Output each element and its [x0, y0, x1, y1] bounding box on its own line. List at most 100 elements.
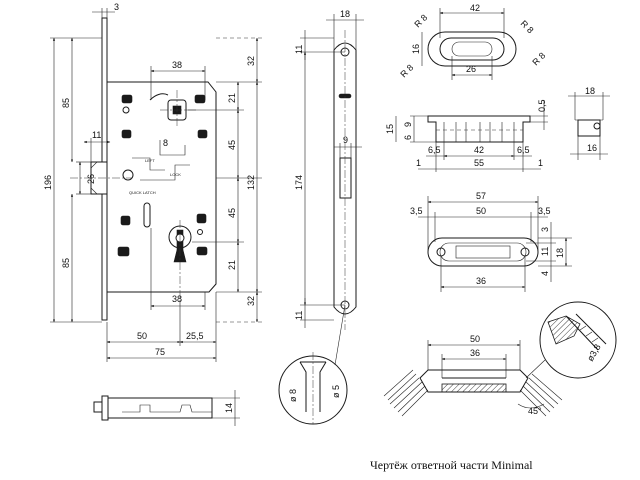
angle-arc	[517, 403, 545, 409]
screw-thread-right	[519, 373, 563, 417]
dim-6-5-right-text: 6,5	[517, 145, 530, 155]
dim-85-upper-text: 85	[61, 98, 71, 108]
dim-3-sp-text: 3	[540, 227, 550, 232]
dim-11-fp-top-text: 11	[294, 45, 304, 54]
screw-hole-top	[122, 106, 130, 114]
dim-16-strike-text: 16	[411, 44, 421, 54]
dim-3-5-left-text: 3,5	[410, 206, 423, 216]
strike-section-view: 50 36 ø3,8 45°	[383, 301, 617, 417]
dim-36-sp-text: 36	[476, 276, 486, 286]
dim-57-text: 57	[476, 191, 486, 201]
mount-tab-top-right	[194, 94, 206, 104]
dim-1-left-text: 1	[416, 158, 421, 168]
faceplate-view: 18 11 174 11 9	[294, 9, 364, 330]
strike-side-body	[427, 115, 531, 143]
lock-body-view: QUICK LATCH LEFT LOCK 3 38 196 85	[43, 2, 262, 362]
screw-hole-bottom	[197, 229, 203, 235]
lock-case-outline	[107, 81, 217, 293]
dim-21-bottom-text: 21	[227, 260, 237, 270]
strike-end-view: 18 16	[568, 86, 610, 160]
section-detail-circle	[539, 301, 617, 379]
left-label: LEFT	[145, 158, 155, 163]
dim-4-sp-text: 4	[540, 271, 550, 276]
dim-36-sec-text: 36	[470, 348, 480, 358]
dim-38-bottom-text: 38	[172, 294, 182, 304]
guide-slot	[143, 202, 151, 228]
quick-latch-label: QUICK LATCH	[129, 190, 156, 195]
side-view-body	[107, 397, 213, 419]
mount-tab-top-left	[121, 94, 133, 104]
dim-3-text: 3	[114, 2, 119, 12]
dim-9-text: 9	[343, 135, 348, 145]
mount-tab-mid-left	[121, 129, 132, 139]
radius-bottom-left: R 8	[398, 62, 415, 79]
strike-plate-view: 57 50 3,5 3,5 36 18 11 3 4	[410, 191, 572, 292]
dim-11-sp-text: 11	[540, 247, 550, 256]
dim-14-text: 14	[224, 403, 234, 413]
mount-tab-low-right	[196, 213, 207, 224]
dim-o8-text: ø 8	[288, 389, 298, 402]
lock-side-view: 14	[93, 390, 240, 426]
dim-8-text: 8	[163, 138, 168, 148]
dim-50-text: 50	[137, 331, 147, 341]
side-view-profile	[122, 404, 212, 413]
dim-75-text: 75	[155, 347, 165, 357]
strike-plate-inner	[439, 242, 527, 262]
radius-top-right: R 8	[519, 18, 536, 35]
strike-side-ribs	[443, 122, 515, 142]
strike-section-hatch	[441, 383, 507, 393]
strike-top-inner	[439, 37, 505, 61]
dim-11-text: 11	[92, 130, 101, 140]
dim-o3-8-text: ø3,8	[585, 342, 603, 363]
dim-42-side-text: 42	[474, 145, 484, 155]
strike-top-core	[451, 41, 493, 57]
faceplate-latch-slot	[339, 157, 352, 199]
dim-18-end-text: 18	[585, 86, 595, 96]
radius-bottom-right: R 8	[530, 50, 547, 67]
dim-85-lower-text: 85	[61, 258, 71, 268]
dim-18-fp-text: 18	[340, 9, 350, 19]
strike-plate-slot	[455, 245, 511, 259]
mount-tab-bottom-right	[196, 246, 208, 256]
radius-top-left: R 8	[412, 12, 429, 29]
dim-132-text: 132	[246, 175, 256, 190]
lock-label: LOCK	[170, 172, 181, 177]
detail-leader	[334, 304, 346, 366]
dim-50-sec-text: 50	[470, 334, 480, 344]
dim-174-text: 174	[294, 175, 304, 190]
mount-tab-mid-right	[197, 129, 208, 139]
strike-end-body	[577, 119, 601, 137]
strike-top-view: 42 26 16 R 8 R 8 R 8 R 8	[398, 3, 547, 80]
dim-o5-text: ø 5	[331, 385, 341, 398]
dim-45deg-text: 45°	[528, 406, 542, 416]
dim-9-side-text: 9	[403, 122, 413, 127]
dim-16-end-text: 16	[587, 143, 597, 153]
top-spring-arm	[149, 93, 169, 101]
dim-3-5-right-text: 3,5	[538, 206, 551, 216]
dim-42-top-text: 42	[470, 3, 480, 13]
drawing-caption: Чертёж ответной части Minimal	[370, 458, 533, 472]
dim-55-text: 55	[474, 158, 484, 168]
screw-detail: ø 8 ø 5	[278, 304, 348, 425]
dim-50-sp-text: 50	[476, 206, 486, 216]
dim-32-bottom-text: 32	[246, 296, 256, 306]
dim-6-5-left-text: 6,5	[428, 145, 441, 155]
section-detail-screw	[565, 313, 607, 351]
dim-15-text: 15	[385, 124, 395, 134]
strike-end-pin	[593, 122, 601, 130]
dim-32-top-text: 32	[246, 56, 256, 66]
section-leader	[525, 359, 546, 379]
dim-26-top-text: 26	[466, 64, 476, 74]
side-view-stub	[93, 401, 103, 413]
latch-mechanism	[132, 157, 190, 181]
dim-45-top-text: 45	[227, 140, 237, 150]
dim-0-5-text: 0,5	[537, 99, 547, 112]
mount-tab-low-left	[120, 215, 131, 226]
dim-1-right-text: 1	[538, 158, 543, 168]
strike-side-view: 15 9 6 6,5 42 6,5 55 1 1 0,5	[385, 99, 548, 172]
dim-11-fp-bottom-text: 11	[294, 311, 304, 320]
side-view-plate	[101, 395, 109, 421]
dim-38-top-text: 38	[172, 60, 182, 70]
section-detail-hatch	[547, 315, 581, 345]
